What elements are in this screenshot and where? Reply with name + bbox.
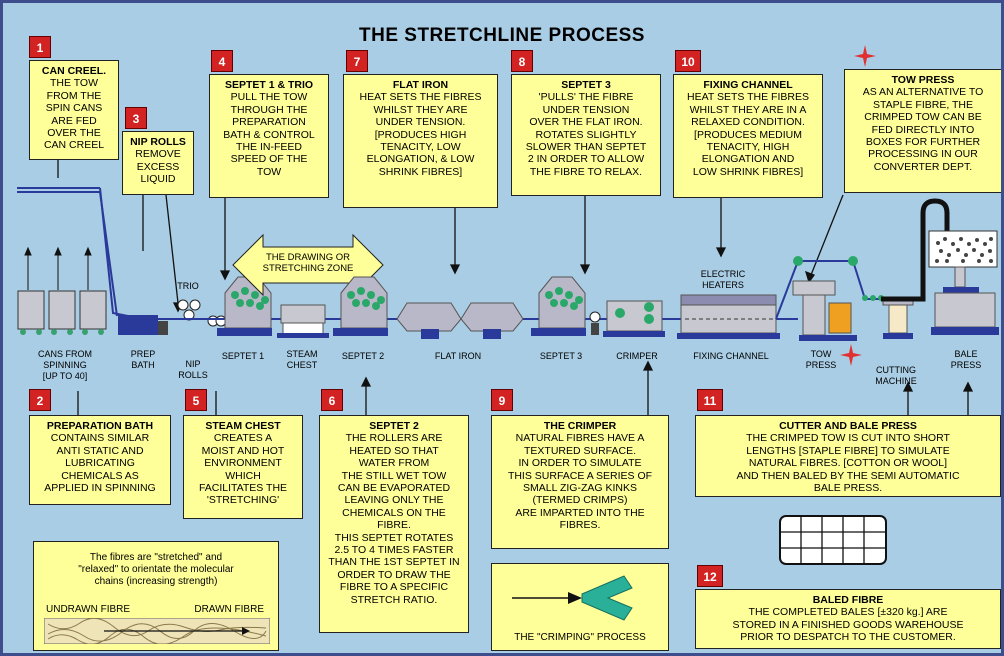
step-10-title: FIXING CHANNEL [703, 79, 793, 91]
step-badge-6: 6 [321, 389, 343, 411]
crimping-process-box: THE "CRIMPING" PROCESS [491, 563, 669, 651]
step-6-title: SEPTET 2 [369, 420, 419, 432]
tow-press-note: TOW PRESS AS AN ALTERNATIVE TO STAPLE FI… [844, 69, 1001, 193]
step-1-text: THE TOW FROM THE SPIN CANS ARE FED OVER … [43, 77, 105, 152]
step-badge-7: 7 [346, 50, 368, 72]
step-12-title: BALED FIBRE [812, 594, 884, 606]
step-badge-3: 3 [125, 107, 147, 129]
step-8-title: SEPTET 3 [561, 79, 611, 91]
label-septet2: SEPTET 2 [341, 351, 385, 361]
step-7-text: HEAT SETS THE FIBRES WHILST THEY ARE UND… [359, 91, 482, 178]
step-9-text: NATURAL FIBRES HAVE A TEXTURED SURFACE. … [507, 432, 653, 532]
tow-press-title: TOW PRESS [891, 74, 955, 86]
step-badge-4: 4 [211, 50, 233, 72]
step-badge-9: 9 [491, 389, 513, 411]
step-1-can-creel: CAN CREEL. THE TOW FROM THE SPIN CANS AR… [29, 60, 119, 160]
label-bale-press: BALE PRESS [950, 349, 982, 370]
step-5-steam-chest: STEAM CHEST CREATES A MOIST AND HOT ENVI… [183, 415, 303, 519]
step-badge-5: 5 [185, 389, 207, 411]
step-12-text: THE COMPLETED BALES [±320 kg.] ARE STORE… [732, 606, 964, 644]
step-8-septet3: SEPTET 3 'PULLS' THE FIBRE UNDER TENSION… [511, 74, 661, 196]
label-septet1: SEPTET 1 [221, 351, 265, 361]
step-4-title: SEPTET 1 & TRIO [224, 79, 314, 91]
step-3-text: REMOVE EXCESS LIQUID [135, 148, 181, 186]
step-2-title: PREPARATION BATH [46, 420, 154, 432]
step-11-text: THE CRIMPED TOW IS CUT INTO SHORT LENGTH… [736, 432, 960, 495]
label-cutting-machine: CUTTING MACHINE [875, 365, 917, 386]
crimping-caption: THE "CRIMPING" PROCESS [514, 631, 646, 643]
step-5-title: STEAM CHEST [205, 420, 281, 432]
step-1-title: CAN CREEL. [41, 65, 107, 77]
bale-grid-icon [779, 515, 887, 565]
stretch-note-text: The fibres are "stretched" and "relaxed"… [78, 552, 234, 587]
step-2-text: CONTAINS SIMILAR ANTI STATIC AND LUBRICA… [44, 432, 156, 495]
step-9-crimper: THE CRIMPER NATURAL FIBRES HAVE A TEXTUR… [491, 415, 669, 549]
label-steam-chest: STEAM CHEST [286, 349, 318, 370]
label-fixing-channel: FIXING CHANNEL [693, 351, 769, 361]
step-4-text: PULL THE TOW THROUGH THE PREPARATION BAT… [223, 91, 315, 178]
stretch-note: The fibres are "stretched" and "relaxed"… [33, 541, 279, 651]
step-11-cutter-bale-press: CUTTER AND BALE PRESS THE CRIMPED TOW IS… [695, 415, 1001, 497]
step-badge-11: 11 [697, 389, 723, 411]
step-10-fixing-channel: FIXING CHANNEL HEAT SETS THE FIBRES WHIL… [673, 74, 823, 198]
step-7-title: FLAT IRON [392, 79, 449, 91]
step-5-text: CREATES A MOIST AND HOT ENVIRONMENT WHIC… [198, 432, 288, 507]
step-6-septet2: SEPTET 2 THE ROLLERS ARE HEATED SO THAT … [319, 415, 469, 633]
step-badge-8: 8 [511, 50, 533, 72]
step-badge-2: 2 [29, 389, 51, 411]
step-9-title: THE CRIMPER [543, 420, 617, 432]
step-12-baled-fibre: BALED FIBRE THE COMPLETED BALES [±320 kg… [695, 589, 1001, 649]
label-electric-heaters: ELECTRIC HEATERS [700, 269, 746, 290]
step-10-text: HEAT SETS THE FIBRES WHILST THEY ARE IN … [687, 91, 809, 178]
label-septet3: SEPTET 3 [539, 351, 583, 361]
step-badge-10: 10 [675, 50, 701, 72]
step-11-title: CUTTER AND BALE PRESS [779, 420, 917, 432]
label-trio: TRIO [177, 281, 199, 291]
step-8-text: 'PULLS' THE FIBRE UNDER TENSION OVER THE… [525, 91, 647, 178]
step-2-preparation-bath: PREPARATION BATH CONTAINS SIMILAR ANTI S… [29, 415, 171, 505]
drawn-fibre-label: DRAWN FIBRE [194, 604, 264, 615]
step-6-text: THE ROLLERS ARE HEATED SO THAT WATER FRO… [328, 432, 460, 606]
step-3-nip-rolls: NIP ROLLS REMOVE EXCESS LIQUID [122, 131, 194, 195]
label-prep-bath: PREP BATH [130, 349, 156, 370]
label-cans: CANS FROM SPINNING [UP TO 40] [38, 349, 92, 381]
step-3-title: NIP ROLLS [130, 136, 186, 148]
crimper-jaws-graphic [512, 575, 633, 621]
label-crimper: CRIMPER [616, 351, 658, 361]
process-line-graphic [17, 45, 999, 415]
step-4-septet1-trio: SEPTET 1 & TRIO PULL THE TOW THROUGH THE… [209, 74, 329, 198]
step-badge-12: 12 [697, 565, 723, 587]
tow-press-text: AS AN ALTERNATIVE TO STAPLE FIBRE, THE C… [862, 86, 984, 173]
label-nip-rolls: NIP ROLLS [178, 359, 208, 380]
fibre-strip-graphic [44, 618, 270, 644]
label-tow-press: TOW PRESS [805, 349, 837, 370]
page-title: THE STRETCHLINE PROCESS [359, 25, 645, 46]
label-flat-iron: FLAT IRON [434, 351, 482, 361]
step-badge-1: 1 [29, 36, 51, 58]
undrawn-fibre-label: UNDRAWN FIBRE [46, 604, 131, 615]
step-7-flat-iron: FLAT IRON HEAT SETS THE FIBRES WHILST TH… [343, 74, 498, 208]
drawing-zone-label: THE DRAWING OR STRETCHING ZONE [262, 252, 354, 274]
